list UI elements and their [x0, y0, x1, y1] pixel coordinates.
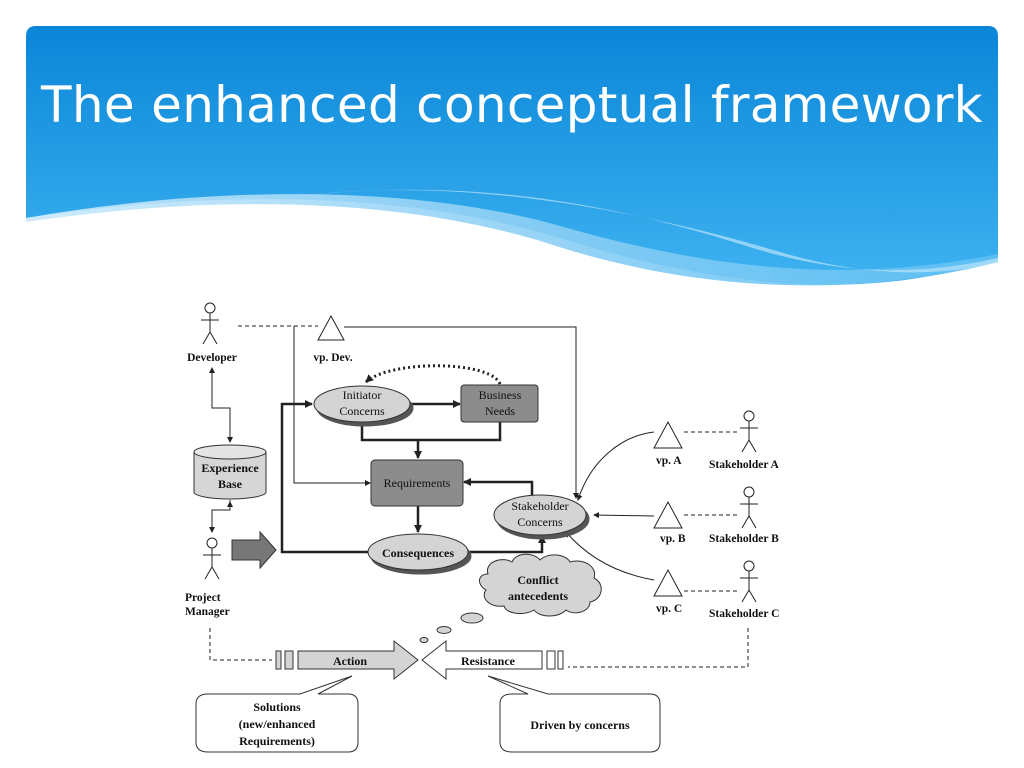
stakeholder-b-actor-icon	[740, 486, 758, 529]
consequences-ellipse	[367, 533, 469, 571]
stakeholder-a-label: Stakeholder A	[709, 459, 779, 471]
conflict-antecedents-cloud	[419, 553, 602, 643]
conflict-antecedents-label-line1: Conflict	[517, 573, 558, 587]
requirements-box	[370, 459, 464, 507]
resistance-arrow	[421, 639, 564, 681]
action-arrow	[275, 639, 419, 681]
initiator-concerns-ellipse	[313, 385, 411, 423]
initiator-concerns-label-line1: Initiator	[343, 388, 382, 402]
stakeholder-concerns-label-line2: Concerns	[517, 515, 563, 529]
consequences-label: Consequences	[382, 546, 454, 560]
resistance-label: Resistance	[461, 654, 516, 668]
slide-title: The enhanced conceptual framework	[41, 76, 983, 134]
action-label: Action	[333, 654, 367, 668]
project-manager-actor-icon	[203, 537, 221, 580]
title-banner: The enhanced conceptual framework	[0, 0, 1024, 300]
connector-lines	[209, 325, 749, 668]
driven-by-concerns-label: Driven by concerns	[530, 718, 630, 732]
vp-b-triangle-icon	[653, 500, 683, 529]
developer-actor-icon	[201, 302, 219, 345]
vp-b-label: vp. B	[660, 533, 686, 545]
vp-dev-label: vp. Dev.	[313, 352, 352, 364]
business-needs-label-line2: Needs	[485, 404, 515, 418]
vp-dev-triangle-icon	[317, 314, 345, 341]
vp-a-label: vp. A	[656, 455, 682, 467]
vp-c-triangle-icon	[653, 568, 683, 597]
experience-base-cylinder	[193, 444, 267, 500]
project-manager-label-line1: Project	[185, 592, 221, 604]
solutions-label-line1: Solutions	[253, 700, 301, 714]
business-needs-label-line1: Business	[479, 388, 522, 402]
experience-base-label-line2: Base	[218, 477, 243, 491]
initiator-concerns-label-line2: Concerns	[339, 404, 385, 418]
stakeholder-c-actor-icon	[740, 560, 758, 603]
stakeholder-concerns-label-line1: Stakeholder	[511, 499, 568, 513]
stakeholder-concerns-ellipse	[493, 494, 587, 536]
pm-block-arrow-icon	[231, 530, 277, 570]
project-manager-label-line2: Manager	[185, 606, 230, 618]
stakeholder-a-actor-icon	[740, 410, 758, 453]
stakeholder-c-label: Stakeholder C	[709, 608, 779, 620]
conflict-antecedents-label-line2: antecedents	[508, 589, 568, 603]
solutions-callout	[195, 675, 359, 753]
driven-by-concerns-callout	[487, 675, 661, 753]
developer-label: Developer	[187, 352, 237, 364]
business-needs-box	[460, 384, 539, 423]
solutions-label-line3: Requirements)	[239, 734, 315, 748]
stakeholder-b-label: Stakeholder B	[709, 533, 779, 545]
title-banner-background	[26, 26, 998, 286]
vp-c-label: vp. C	[656, 603, 682, 615]
requirements-label: Requirements	[384, 476, 451, 490]
solutions-label-line2: (new/enhanced	[239, 717, 316, 731]
experience-base-label-line1: Experience	[201, 461, 259, 475]
vp-a-triangle-icon	[653, 420, 683, 449]
